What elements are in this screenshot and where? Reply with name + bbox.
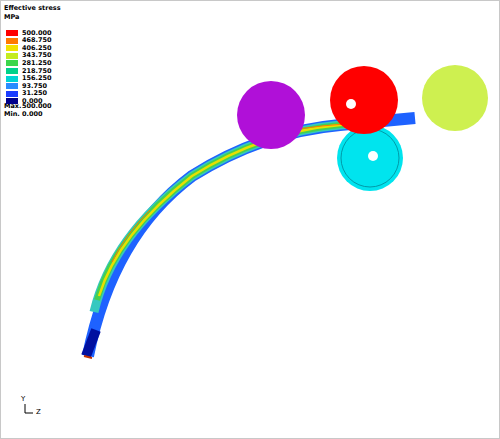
axis-label: Y: [21, 396, 25, 403]
legend-value: 156.250: [22, 75, 52, 82]
min-value: 0.000: [22, 111, 43, 118]
legend-swatch: [6, 98, 18, 104]
unit-label: MPa: [4, 14, 19, 21]
bent-tube: [84, 118, 415, 358]
legend-swatch: [6, 91, 18, 97]
legend-swatch: [6, 45, 18, 51]
legend-swatch: [6, 68, 18, 74]
legend-swatch: [6, 53, 18, 59]
legend-value: 281.250: [22, 60, 52, 67]
legend-swatch: [6, 83, 18, 89]
legend-value: 406.250: [22, 45, 52, 52]
min-label: Min.: [4, 111, 20, 118]
legend-value: 31.250: [22, 90, 47, 97]
axis-label: Z: [36, 409, 41, 416]
legend-value: 218.750: [22, 68, 52, 75]
legend-swatch: [6, 60, 18, 66]
legend-value: 468.750: [22, 37, 52, 44]
legend-title: Effective stress: [4, 5, 61, 12]
legend-swatch: [6, 76, 18, 82]
rollers: [237, 65, 488, 191]
legend-value: 343.750: [22, 52, 52, 59]
axis-triad: [25, 404, 33, 413]
legend-swatch: [6, 38, 18, 44]
legend-swatch: [6, 30, 18, 36]
legend-value: 93.750: [22, 83, 47, 90]
legend-value: 500.000: [22, 30, 52, 37]
legend-value: 0.000: [22, 98, 43, 105]
